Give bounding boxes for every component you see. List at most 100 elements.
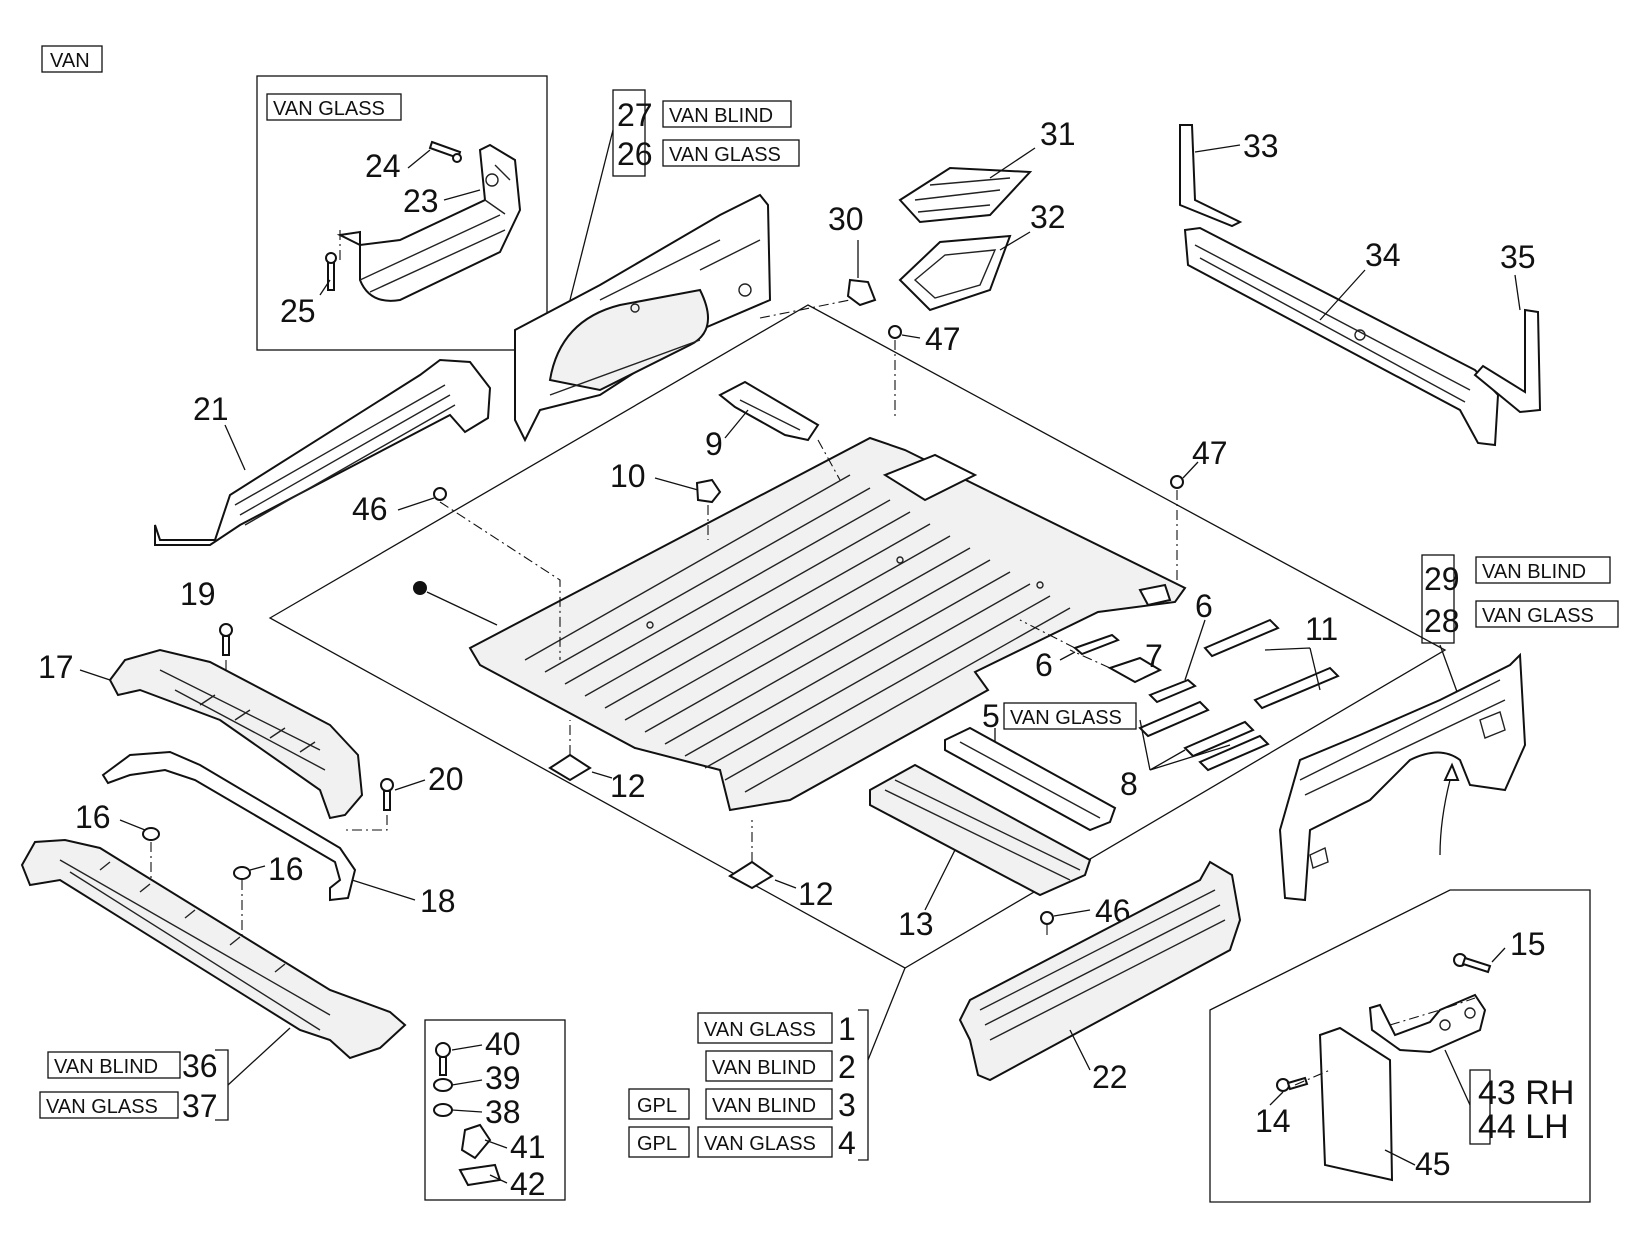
- callout-29: 29: [1424, 561, 1460, 597]
- callout-12-upper: 12: [610, 768, 646, 804]
- bracket-23: [336, 143, 522, 302]
- crossmember-17: 17: [38, 648, 364, 820]
- tag-1-van-glass: VAN GLASS: [704, 1019, 816, 1041]
- crossmember-34: [1183, 226, 1500, 447]
- front-crossmember-33-35: 33 34 35: [1179, 124, 1542, 447]
- sill-member-21: 21: [154, 358, 492, 546]
- callout-14: 14: [1255, 1103, 1291, 1139]
- rail-18: 18: [101, 750, 456, 919]
- callout-28: 28: [1424, 603, 1460, 639]
- callout-13: 13: [898, 906, 934, 942]
- header-tag-label: VAN: [50, 50, 90, 72]
- header-tag: VAN: [41, 45, 103, 73]
- callout-8: 8: [1120, 766, 1138, 802]
- inset-tail-mount-group: VAN GLASS 24 23 25: [256, 75, 548, 351]
- callout-38: 38: [485, 1094, 521, 1130]
- tag-26-van-glass: VAN GLASS: [669, 144, 781, 166]
- callout-34: 34: [1365, 237, 1401, 273]
- inset-mudflap-group: 15 14 43 RH 44 LH 45: [1209, 889, 1591, 1203]
- callout-40: 40: [485, 1026, 521, 1062]
- wheel-arch-right-28-29: 29 VAN BLIND 28 VAN GLASS: [1278, 554, 1619, 902]
- callout-11: 11: [1305, 611, 1338, 647]
- bracket-9: 9: [705, 380, 841, 481]
- callout-5: 5: [982, 698, 1000, 734]
- callout-6-right: 6: [1195, 588, 1213, 624]
- callout-20: 20: [428, 761, 464, 797]
- bolt-20: 20: [345, 761, 464, 831]
- callout-4: 4: [838, 1125, 856, 1161]
- tag-2-van-blind: VAN BLIND: [712, 1057, 816, 1079]
- callout-3: 3: [838, 1087, 856, 1123]
- bracket-35: [1473, 308, 1542, 414]
- bar-5: 5 VAN GLASS: [944, 698, 1137, 832]
- plugs-16: 16 16: [75, 799, 304, 950]
- wheel-arch-left-26-27: 27 VAN BLIND 26 VAN GLASS: [514, 89, 800, 443]
- tag-4-gpl: GPL: [637, 1133, 677, 1155]
- callout-39: 39: [485, 1060, 521, 1096]
- tag-29-van-blind: VAN BLIND: [1482, 561, 1586, 583]
- callout-36: 36: [182, 1048, 218, 1084]
- reference-dot: [413, 581, 427, 595]
- callout-26: 26: [617, 136, 653, 172]
- tag-36-van-blind: VAN BLIND: [54, 1056, 158, 1078]
- floor-assembly-outline: [268, 304, 1447, 969]
- callout-9: 9: [705, 426, 723, 462]
- bracket-33: [1179, 124, 1243, 228]
- clip-30: 30: [759, 201, 877, 319]
- callout-12-lower: 12: [798, 876, 834, 912]
- mat-31: [898, 166, 1033, 224]
- callout-16-right: 16: [268, 851, 304, 887]
- tag-5-van-glass: VAN GLASS: [1010, 707, 1122, 729]
- tag-4-van-glass: VAN GLASS: [704, 1133, 816, 1155]
- gasket-32: [898, 234, 1012, 312]
- callout-30: 30: [828, 201, 864, 237]
- tag-3-gpl: GPL: [637, 1095, 677, 1117]
- callout-47-right: 47: [1192, 435, 1228, 471]
- strips-6-8-11: 6 6 7 8 11: [1019, 588, 1340, 802]
- studs-47: 47 47: [888, 321, 1228, 580]
- callout-27: 27: [617, 97, 653, 133]
- callout-19: 19: [180, 576, 216, 612]
- callout-1: 1: [838, 1011, 856, 1047]
- tag-3-van-blind: VAN BLIND: [712, 1095, 816, 1117]
- rear-sill-36-37: VAN BLIND 36 VAN GLASS 37: [20, 838, 407, 1124]
- callout-18: 18: [420, 883, 456, 919]
- bolt-25: [327, 261, 335, 291]
- inset-tie-down-group: 40 39 38 41 42: [424, 1019, 566, 1202]
- callout-15: 15: [1510, 926, 1546, 962]
- callout-25: 25: [280, 293, 316, 329]
- callout-47-upper: 47: [925, 321, 961, 357]
- mats-31-32: 31 32: [898, 116, 1076, 312]
- callout-32: 32: [1030, 199, 1066, 235]
- tag-27-van-blind: VAN BLIND: [669, 105, 773, 127]
- callout-2: 2: [838, 1049, 856, 1085]
- callout-37: 37: [182, 1088, 218, 1124]
- floor-panel-1-4: [468, 436, 1187, 812]
- grommet-10: 10: [610, 458, 722, 540]
- callout-10: 10: [610, 458, 646, 494]
- callout-43: 43 RH: [1478, 1074, 1574, 1112]
- callout-7: 7: [1145, 638, 1163, 674]
- floor-variants-1-4: VAN GLASS 1 VAN BLIND 2 GPL VAN BLIND 3 …: [628, 967, 906, 1161]
- callout-31: 31: [1040, 116, 1076, 152]
- callout-35: 35: [1500, 239, 1536, 275]
- crossmember-13: 13: [869, 763, 1092, 942]
- callout-46-left: 46: [352, 491, 388, 527]
- callout-41: 41: [510, 1129, 546, 1165]
- bolt-19: 19: [180, 576, 233, 690]
- side-member-22: 22: [958, 860, 1242, 1095]
- callout-21: 21: [193, 391, 229, 427]
- callout-24: 24: [365, 148, 401, 184]
- callout-23: 23: [403, 183, 439, 219]
- callout-33: 33: [1243, 128, 1279, 164]
- callout-17: 17: [38, 649, 74, 685]
- callout-22: 22: [1092, 1059, 1128, 1095]
- studs-46: 46 46: [352, 487, 1131, 935]
- callout-42: 42: [510, 1166, 546, 1202]
- callout-16-left: 16: [75, 799, 111, 835]
- callout-45: 45: [1415, 1146, 1451, 1182]
- inset-tag-van-glass: VAN GLASS: [273, 98, 385, 120]
- tag-28-van-glass: VAN GLASS: [1482, 605, 1594, 627]
- tag-37-van-glass: VAN GLASS: [46, 1096, 158, 1118]
